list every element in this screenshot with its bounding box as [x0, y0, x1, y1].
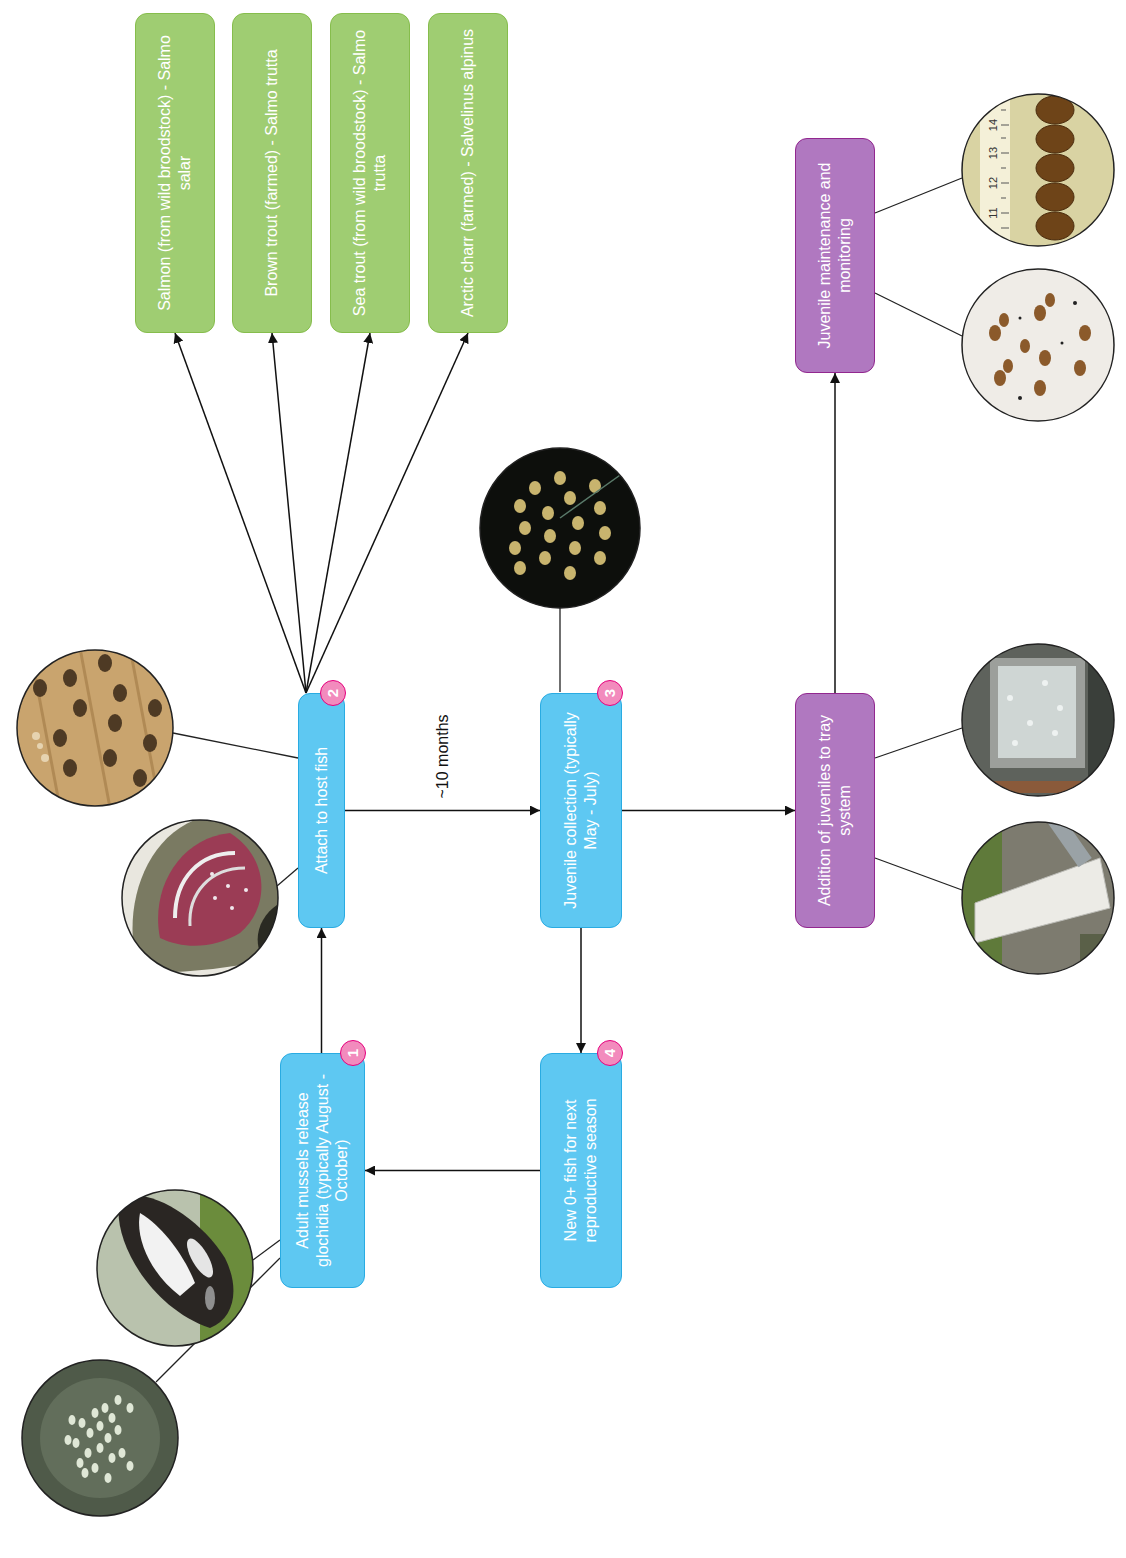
leader-line — [875, 293, 962, 336]
node-text: Juvenile maintenance and monitoring — [815, 151, 854, 360]
culture-box: Juvenile maintenance and monitoring — [795, 138, 875, 373]
photo-frame — [962, 94, 1114, 246]
leader-line — [875, 728, 962, 758]
glochidia-photo — [20, 1358, 180, 1518]
fish-gill-photo — [120, 818, 280, 978]
leader-line — [173, 733, 298, 758]
photo-frame — [17, 650, 173, 806]
photo-frame — [962, 822, 1114, 974]
gill-closeup-photo — [15, 648, 175, 808]
node-text: Salmon (from wild broodstock) - Salmo sa… — [155, 26, 194, 320]
photo-frame — [962, 269, 1114, 421]
flow-arrow — [321, 928, 323, 1053]
ruler-number: 12 — [988, 177, 999, 189]
flow-arrow — [834, 373, 836, 693]
host-species-box: Arctic charr (farmed) - Salvelinus alpin… — [428, 13, 508, 333]
tray-system-photo — [962, 643, 1118, 796]
flow-arrow — [580, 928, 582, 1053]
node-text: Attach to host fish — [312, 747, 332, 874]
photo-frame — [962, 644, 1114, 796]
flow-arrow — [272, 333, 306, 693]
flow-arrow — [175, 333, 306, 693]
tray-inflow-photo — [962, 809, 1120, 974]
node-text: Arctic charr (farmed) - Salvelinus alpin… — [458, 29, 478, 317]
edge-label: ~10 months — [433, 712, 452, 800]
juvenile-dish-photo — [962, 269, 1114, 421]
callout-number: 2 — [320, 680, 346, 706]
juvenile-collection-photo — [480, 448, 640, 608]
flow-arrow — [306, 333, 370, 693]
host-species-box: Brown trout (farmed) - Salmo trutta — [232, 13, 312, 333]
host-species-box: Sea trout (from wild broodstock) - Salmo… — [330, 13, 410, 333]
callout-number: 4 — [597, 1040, 623, 1066]
node-text: New 0+ fish for next reproductive season — [561, 1066, 600, 1275]
ruler-photo — [962, 94, 1114, 246]
flow-arrow — [622, 810, 795, 812]
node-text: Addition of juveniles to tray system — [815, 706, 854, 915]
flow-arrow — [345, 810, 540, 812]
photo-frame — [97, 1190, 253, 1346]
leader-line — [253, 1240, 280, 1260]
leader-line — [559, 608, 560, 692]
mussel-photo — [95, 1188, 260, 1348]
ruler-number: 14 — [988, 119, 999, 131]
flow-arrow — [306, 333, 468, 693]
flow-arrow — [365, 1170, 540, 1172]
callout-number: 3 — [597, 680, 623, 706]
ruler-number: 13 — [988, 147, 999, 159]
host-species-box: Salmon (from wild broodstock) - Salmo sa… — [135, 13, 215, 333]
leader-line — [277, 868, 298, 886]
photo-frame — [480, 448, 640, 608]
photo-frame — [22, 1360, 178, 1516]
stage-box: Adult mussels release glochidia (typical… — [280, 1053, 365, 1288]
node-text: Brown trout (farmed) - Salmo trutta — [262, 49, 282, 296]
node-text: Adult mussels release glochidia (typical… — [293, 1066, 352, 1275]
node-text: Juvenile collection (typically May - Jul… — [561, 706, 600, 915]
stage-box: Juvenile collection (typically May - Jul… — [540, 693, 622, 928]
node-text: Sea trout (from wild broodstock) - Salmo… — [350, 26, 389, 320]
photo-frame — [122, 820, 278, 976]
leader-line — [875, 178, 962, 213]
culture-box: Addition of juveniles to tray system — [795, 693, 875, 928]
stage-box: New 0+ fish for next reproductive season — [540, 1053, 622, 1288]
leader-line — [875, 858, 962, 890]
ruler-number: 11 — [988, 207, 999, 218]
callout-number: 1 — [340, 1040, 366, 1066]
stage-box: Attach to host fish — [298, 693, 345, 928]
